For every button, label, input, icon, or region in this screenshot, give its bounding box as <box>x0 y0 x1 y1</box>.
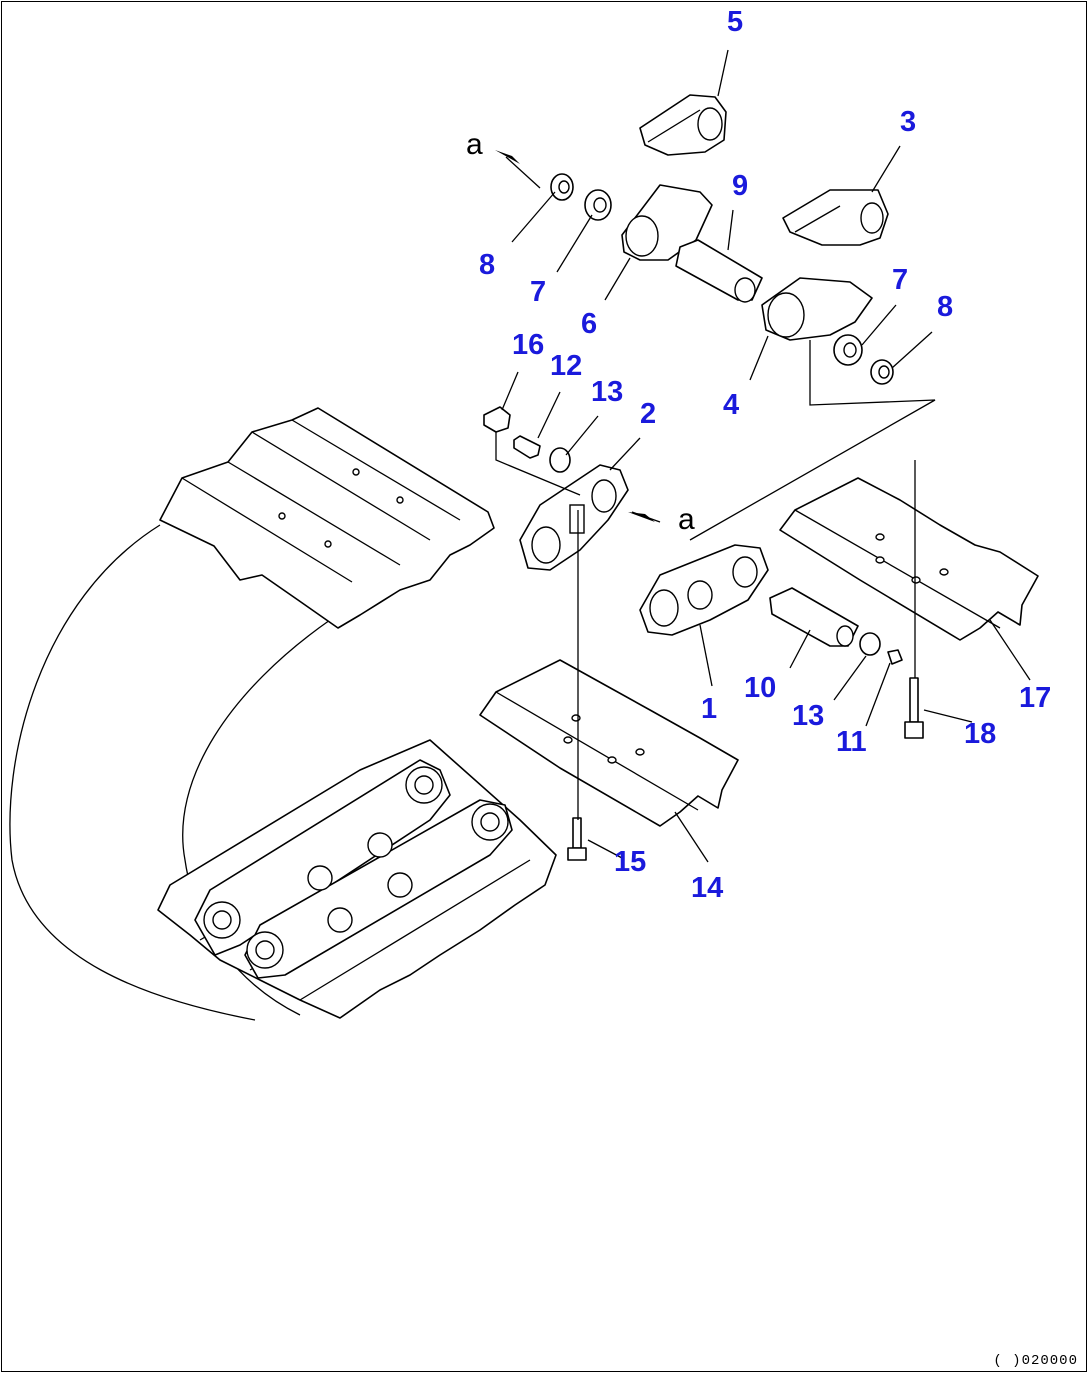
callout-11: 11 <box>836 726 867 758</box>
part-16-block <box>483 406 511 433</box>
part-1-link <box>639 544 769 636</box>
track-outer-curve <box>9 524 256 1021</box>
part-4-link <box>761 277 873 341</box>
callout-3: 3 <box>900 106 917 138</box>
part-12-pin <box>513 435 541 459</box>
chain-links <box>194 759 513 979</box>
part-17-shoe <box>779 477 1039 641</box>
part-13-ring-lower <box>859 632 881 656</box>
part-2-link <box>519 464 629 571</box>
callout-7: 7 <box>892 264 909 296</box>
callout-14: 14 <box>691 872 724 904</box>
part-14-shoe <box>479 659 739 827</box>
callout-8: 8 <box>937 291 954 323</box>
callout-7: 7 <box>530 276 547 308</box>
part-18-bolt <box>904 677 924 739</box>
part-15-bolt <box>567 817 587 861</box>
part-11-bushing <box>887 649 903 665</box>
callout-17: 17 <box>1019 682 1052 714</box>
callout-13: 13 <box>591 376 624 408</box>
part-3-link <box>782 189 889 246</box>
callout-10: 10 <box>744 672 777 704</box>
part-7-washer-right <box>833 334 863 366</box>
callout-16: 16 <box>512 329 545 361</box>
callout-13: 13 <box>792 700 825 732</box>
callout-6: 6 <box>581 308 598 340</box>
track-assembly <box>9 407 557 1021</box>
view-mark-a-upper: a <box>466 128 483 161</box>
callout-9: 9 <box>732 170 749 202</box>
assembly-lines <box>495 156 936 820</box>
view-mark-a-lower: a <box>678 503 695 536</box>
part-13-ring-upper <box>549 447 571 473</box>
part-8-nut-left <box>550 173 574 201</box>
callout-5: 5 <box>727 6 744 38</box>
view-arrows <box>495 150 655 522</box>
part-9-pin <box>675 239 763 303</box>
part-7-washer-left <box>584 189 612 221</box>
callout-2: 2 <box>640 398 657 430</box>
callout-18: 18 <box>964 718 997 750</box>
leader-lines <box>501 49 1031 863</box>
track-inner-curve <box>182 619 331 1016</box>
callout-8: 8 <box>479 249 496 281</box>
part-5-link <box>639 94 727 156</box>
part-8-nut-right <box>870 359 894 385</box>
upper-shoe-grousers <box>181 419 461 583</box>
part-10-pin <box>769 587 859 647</box>
callout-15: 15 <box>614 846 647 878</box>
callout-12: 12 <box>550 350 583 382</box>
callout-4: 4 <box>723 389 740 421</box>
callout-1: 1 <box>701 693 718 725</box>
drawing-code: ( )020000 <box>993 1353 1078 1369</box>
